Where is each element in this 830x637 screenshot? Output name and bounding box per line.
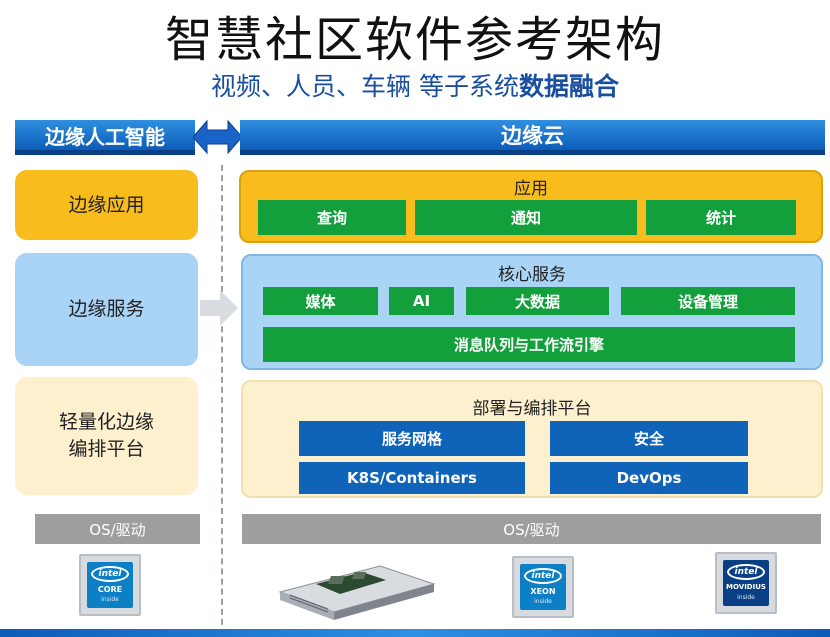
double-arrow-icon: [193, 119, 242, 155]
chip-inside: inside: [737, 594, 755, 601]
core-item-bigdata: 大数据: [466, 287, 609, 315]
intel-xeon-chip: intel XEON inside: [512, 556, 574, 618]
edge-orch-box: 轻量化边缘 编排平台: [15, 377, 198, 495]
deploy-item-k8s: K8S/Containers: [299, 462, 525, 494]
edge-ai-header: 边缘人工智能: [15, 120, 195, 155]
deploy-item-security: 安全: [550, 421, 748, 456]
chip-name: CORE: [97, 585, 123, 594]
app-item-query: 查询: [258, 200, 406, 235]
intel-logo: intel: [91, 566, 129, 582]
deploy-panel: 部署与编排平台 服务网格 安全 K8S/Containers DevOps: [241, 380, 823, 498]
deploy-panel-title: 部署与编排平台: [472, 398, 592, 419]
page-title: 智慧社区软件参考架构: [164, 12, 665, 68]
edge-service-box: 边缘服务: [15, 253, 198, 366]
app-item-notify: 通知: [415, 200, 637, 235]
core-item-device-mgmt: 设备管理: [621, 287, 795, 315]
chip-inside: inside: [534, 598, 552, 605]
bottom-strip: [0, 629, 830, 637]
right-os-bar: OS/驱动: [242, 514, 821, 544]
left-os-bar: OS/驱动: [35, 514, 200, 544]
deploy-item-devops: DevOps: [550, 462, 748, 494]
chip-inside: inside: [101, 596, 119, 603]
column-divider: [221, 165, 223, 635]
flow-arrow-icon: [200, 290, 238, 326]
app-item-stats: 统计: [646, 200, 796, 235]
edge-orch-line2: 编排平台: [68, 438, 145, 460]
chip-name: MOVIDIUS: [726, 583, 766, 591]
app-panel-title: 应用: [514, 178, 548, 199]
intel-core-chip: intel CORE inside: [79, 554, 141, 616]
core-panel-title: 核心服务: [498, 264, 566, 285]
app-panel: 应用 查询 通知 统计: [239, 170, 823, 243]
page-subtitle: 视频、人员、车辆 等子系统数据融合: [0, 68, 830, 102]
intel-logo: intel: [727, 564, 765, 580]
chip-name: XEON: [530, 587, 556, 596]
core-panel: 核心服务 媒体 AI 大数据 设备管理 消息队列与工作流引擎: [241, 254, 823, 370]
edge-app-box: 边缘应用: [15, 170, 198, 240]
core-message-engine: 消息队列与工作流引擎: [263, 327, 795, 362]
edge-cloud-header: 边缘云: [240, 120, 825, 155]
server-image: [278, 565, 436, 620]
subtitle-prefix: 视频、人员、车辆 等子系统: [211, 72, 519, 101]
edge-orch-line1: 轻量化边缘: [58, 411, 154, 434]
intel-logo: intel: [524, 568, 562, 584]
deploy-item-service-mesh: 服务网格: [299, 421, 525, 456]
subtitle-emphasis: 数据融合: [518, 72, 619, 101]
core-item-media: 媒体: [263, 287, 378, 315]
core-item-ai: AI: [389, 287, 454, 315]
intel-movidius-chip: intel MOVIDIUS inside: [715, 552, 777, 614]
